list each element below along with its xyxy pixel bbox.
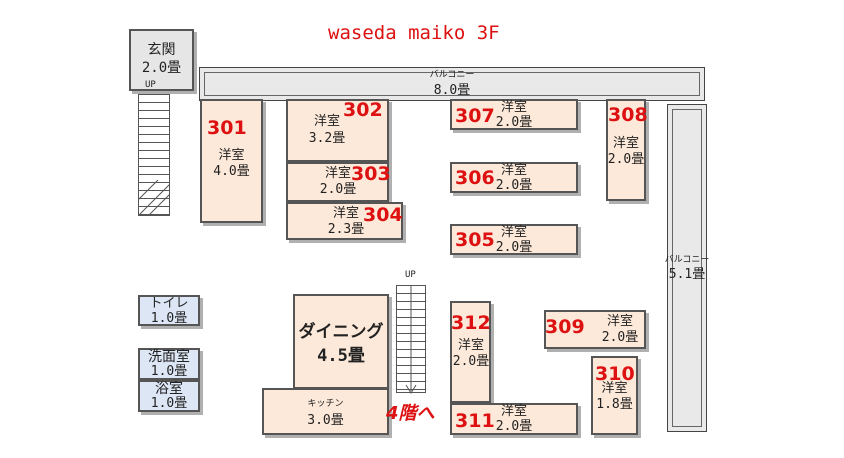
room-310-size: 1.8畳: [596, 397, 633, 412]
room-311-size: 2.0畳: [495, 419, 533, 434]
washroom-size: 1.0畳: [150, 364, 188, 379]
toilet-name: トイレ: [149, 296, 189, 311]
room-302-name: 洋室: [313, 114, 340, 129]
stair-up-label: UP: [145, 80, 156, 90]
room-312-size: 2.0畳: [452, 354, 490, 369]
room-304-size: 2.3畳: [327, 222, 365, 237]
room-303-size: 2.0畳: [319, 182, 357, 197]
balcony-right-name: バルコニー: [664, 255, 710, 265]
balcony-top: バルコニー 8.0畳: [199, 67, 705, 101]
room-303[interactable]: 洋室 2.0畳: [286, 162, 389, 202]
room-308[interactable]: 洋室 2.0畳: [606, 99, 646, 201]
washroom: 洗面室 1.0畳: [138, 348, 200, 380]
balcony-top-size: 8.0畳: [433, 83, 471, 98]
room-303-name: 洋室: [324, 166, 351, 181]
room-302[interactable]: 洋室 3.2畳: [286, 99, 389, 162]
room-305[interactable]: 洋室 2.0畳: [450, 224, 578, 255]
room-308-name: 洋室: [612, 136, 639, 151]
room-307-number: 307: [455, 105, 495, 127]
room-304-name: 洋室: [332, 206, 359, 221]
room-312-number: 312: [451, 312, 491, 334]
entrance-name: 玄関: [147, 42, 176, 58]
bath: 浴室 1.0畳: [138, 380, 200, 412]
room-307[interactable]: 洋室 2.0畳: [450, 99, 578, 130]
bath-name: 浴室: [155, 381, 183, 397]
room-308-number: 308: [608, 104, 648, 126]
room-309-name: 洋室: [606, 314, 633, 329]
room-306-name: 洋室: [500, 163, 527, 178]
washroom-name: 洗面室: [148, 349, 190, 365]
room-307-size: 2.0畳: [495, 115, 533, 130]
toilet-size: 1.0畳: [150, 311, 188, 326]
kitchen-name: キッチン: [307, 399, 344, 409]
room-301-name: 洋室: [218, 148, 245, 163]
room-305-name: 洋室: [500, 225, 527, 240]
balcony-right: [667, 104, 707, 432]
bath-size: 1.0畳: [150, 396, 188, 411]
dining: ダイニング 4.5畳: [293, 294, 389, 389]
room-306-size: 2.0畳: [495, 178, 533, 193]
left-staircase: [138, 94, 170, 216]
room-310-number: 310: [595, 363, 635, 385]
room-311-name: 洋室: [500, 404, 527, 419]
room-310[interactable]: 洋室 1.8畳: [591, 356, 638, 435]
dining-size: 4.5畳: [317, 346, 365, 366]
room-305-number: 305: [455, 229, 495, 251]
dining-name: ダイニング: [298, 322, 384, 342]
entrance-size: 2.0畳: [141, 60, 182, 76]
kitchen: キッチン 3.0畳: [262, 388, 389, 435]
kitchen-size: 3.0畳: [307, 413, 344, 428]
down-arrow-icon: [405, 285, 417, 394]
room-302-number: 302: [343, 99, 383, 121]
floor-title: waseda maiko 3F: [328, 22, 500, 44]
to-4f-label: 4階へ: [386, 403, 435, 424]
room-302-size: 3.2畳: [308, 131, 346, 146]
room-305-size: 2.0畳: [495, 240, 533, 255]
left-stair-turn: [138, 179, 170, 216]
room-308-size: 2.0畳: [607, 152, 645, 167]
room-301-number: 301: [207, 117, 247, 139]
center-stair-up-label: UP: [405, 270, 416, 280]
room-306[interactable]: 洋室 2.0畳: [450, 162, 578, 193]
room-307-name: 洋室: [500, 100, 527, 115]
room-309-size: 2.0畳: [601, 330, 639, 345]
toilet: トイレ 1.0畳: [138, 295, 200, 326]
room-304[interactable]: 洋室 2.3畳: [286, 202, 403, 240]
room-301[interactable]: 洋室 4.0畳: [200, 99, 263, 223]
room-304-number: 304: [363, 204, 403, 226]
room-309[interactable]: 洋室 2.0畳: [544, 310, 646, 349]
entrance: 玄関 2.0畳: [129, 29, 194, 91]
room-312[interactable]: 洋室 2.0畳: [450, 301, 491, 403]
room-311-number: 311: [455, 410, 495, 432]
room-310-name: 洋室: [601, 381, 628, 396]
room-306-number: 306: [455, 167, 495, 189]
room-312-name: 洋室: [457, 338, 484, 353]
balcony-right-size: 5.1畳: [668, 267, 706, 282]
room-311[interactable]: 洋室 2.0畳: [450, 403, 578, 435]
room-301-size: 4.0畳: [213, 164, 250, 179]
room-309-number: 309: [545, 316, 585, 338]
balcony-top-name: バルコニー: [429, 70, 475, 80]
room-303-number: 303: [351, 163, 391, 185]
